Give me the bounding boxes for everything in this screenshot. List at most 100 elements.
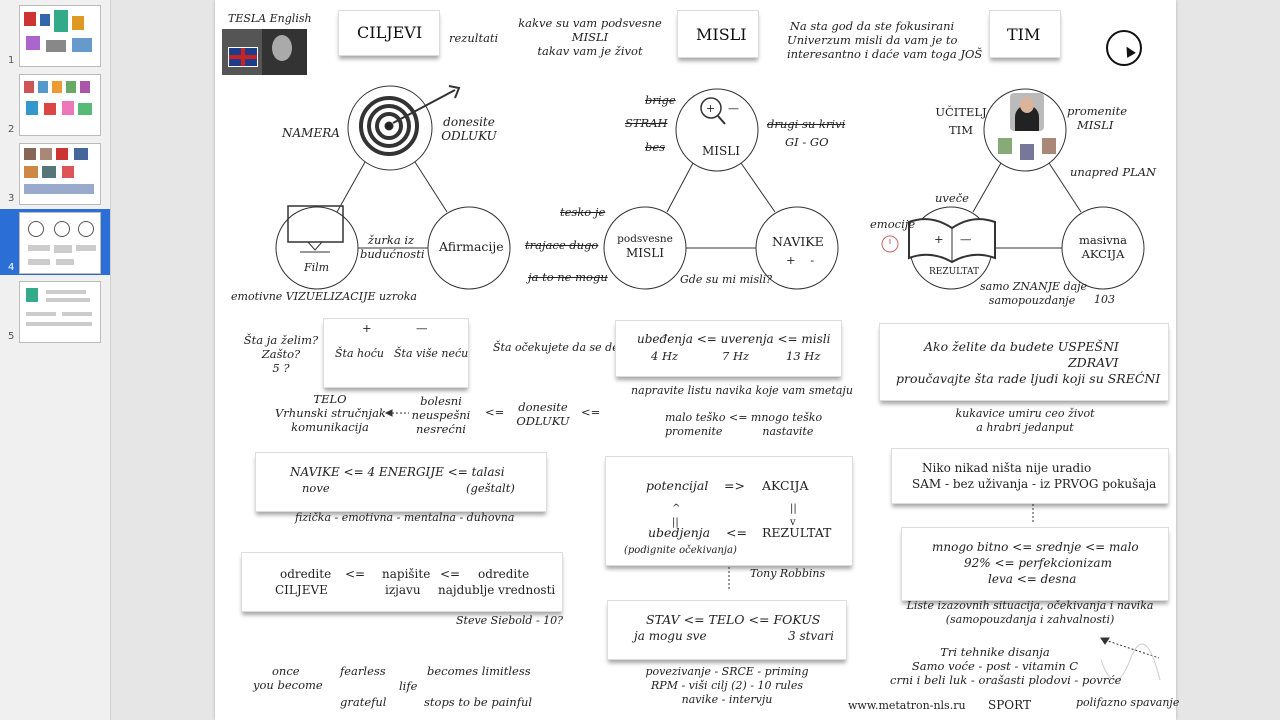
sta-ja-zelim: Šta ja želim?Zašto?5 ? <box>243 333 319 375</box>
minus-sign: — <box>728 102 739 115</box>
afirmacije-label: Afirmacije <box>439 239 504 254</box>
odredite-box: odredite <= napišite <= odredite CILJEVE… <box>241 552 563 612</box>
rezultat-label: REZULTAT <box>929 267 979 277</box>
arrow-right: => <box>724 478 745 493</box>
stops-painful-label: stops to be painful <box>424 695 533 709</box>
tesko-label: tesko je <box>560 205 606 219</box>
thumbnail-image <box>19 212 101 274</box>
niko-line2: SAM - bez uživanja - iz PRVOG pokušaja <box>912 477 1157 491</box>
lte-4: <= <box>440 567 461 581</box>
ciljevi-title: CILJEVI <box>357 23 423 42</box>
navike-label: NAVIKE <box>772 234 824 249</box>
tim-box: TIM <box>989 10 1061 58</box>
hz13: 13 Hz <box>786 349 821 363</box>
sta-vise-necu: Šta više neću <box>394 347 469 360</box>
arrow-left: <= <box>726 525 747 540</box>
slides-panel: 1 2 3 <box>0 0 111 720</box>
navike-plusminus: + - <box>786 253 815 267</box>
slide-number: 5 <box>8 331 15 342</box>
fearless-label: fearless <box>340 664 386 678</box>
n103-label: 103 <box>1094 293 1115 306</box>
website-link[interactable]: www.metatron-nls.ru <box>848 699 966 712</box>
slide-thumbnail-2[interactable]: 2 <box>0 71 110 137</box>
book-plus: + <box>934 232 944 246</box>
nove-label: nove <box>302 481 330 495</box>
napravite-listu: napravite listu navika koje vam smetaju <box>631 384 853 397</box>
ciljeve-label: CILJEVE <box>275 583 328 597</box>
ubedjenja-line: ubeđenja <= uverenja <= misli <box>637 332 831 346</box>
namera-label: NAMERA <box>282 126 340 140</box>
unapred-plan-label: unapred PLAN <box>1070 165 1157 179</box>
tony-robbins: Tony Robbins <box>750 567 826 580</box>
tim-title: TIM <box>1007 25 1041 44</box>
liste-text: Liste izazovnih situacija, očekivanja i … <box>906 599 1154 626</box>
uspesni-box: Ako želite da budete USPEŠNI ZDRAVI prou… <box>879 323 1169 401</box>
potencijal-box: potencijal => AKCIJA ^|| ||v ubedjenja <… <box>605 456 853 566</box>
uk-flag-icon <box>228 47 258 67</box>
ubedjenja-label: ubedjenja <box>648 525 711 540</box>
odredite-1: odredite <box>280 567 332 581</box>
slide-number: 1 <box>8 55 15 66</box>
ciljevi-box: CILJEVI <box>338 10 440 56</box>
slide-thumbnail-5[interactable]: 5 <box>0 278 110 344</box>
uspesni-line3: proučavajte šta rade ljudi koji su SREĆN… <box>896 371 1161 386</box>
vizuelizacije-label: emotivne VIZUELIZACIJE uzroka <box>231 290 417 303</box>
cursor-icon <box>1122 44 1136 58</box>
stav-line: STAV <= TELO <= FOKUS <box>646 612 821 627</box>
plus-sign: + <box>706 102 716 115</box>
slide-thumbnail-3[interactable]: 3 <box>0 140 110 206</box>
niko-box: Niko nikad ništa nije uradio SAM - bez u… <box>891 448 1169 504</box>
thumbnail-image <box>19 74 101 136</box>
thumbnail-image <box>19 5 101 67</box>
slide-number: 3 <box>8 193 15 204</box>
sta-hocu: Šta hoću <box>335 347 384 360</box>
slide-number: 4 <box>8 262 15 273</box>
misli-title: MISLI <box>696 25 747 44</box>
lte-arrow-1: <= <box>485 405 505 419</box>
lte-3: <= <box>345 567 366 581</box>
slide-thumbnail-1[interactable]: 1 <box>0 2 110 68</box>
steve-siebold: Steve Siebold - 10? <box>456 614 564 627</box>
hocu-necu-box: + — Šta hoću Šta više neću <box>323 318 469 388</box>
life-label: life <box>399 679 418 693</box>
slide-thumbnail-4[interactable]: 4 <box>0 209 110 275</box>
bitno-line1: mnogo bitno <= srednje <= malo <box>932 540 1139 554</box>
down-arrow: ||v <box>790 503 797 528</box>
sport-label: SPORT <box>988 698 1031 712</box>
akcija-label: AKCIJA <box>762 478 809 493</box>
drugi-label: drugi su krivi <box>767 117 846 131</box>
ocekujete-label: Šta očekujete da se desi? <box>493 341 634 354</box>
emocije-label: emocije <box>870 217 916 231</box>
slide-number: 2 <box>8 124 15 135</box>
laser-pointer-icon[interactable] <box>1106 30 1142 66</box>
rezultati-label: rezultati <box>449 31 499 45</box>
uspesni-line1: Ako želite da budete USPEŠNI <box>924 339 1119 354</box>
mindmap-lines <box>275 85 1161 681</box>
polifazno-label: polifazno spavanje <box>1076 696 1180 709</box>
trajace-label: trajace dugo <box>525 238 599 252</box>
misli-box: MISLI <box>677 10 759 58</box>
grateful-label: grateful <box>340 695 387 709</box>
jobs-photo <box>1010 93 1044 131</box>
odredite-2: odredite <box>478 567 530 581</box>
book-minus: — <box>960 232 972 246</box>
misli-center-label: MISLI <box>702 144 740 158</box>
thumbnail-image <box>19 143 101 205</box>
ja-mogu-sve: ja mogu sve <box>634 629 707 643</box>
up-arrow: ^|| <box>672 503 681 528</box>
brige-label: brige <box>645 93 676 107</box>
you-become-label: you become <box>253 678 323 692</box>
necu-minus: — <box>416 321 428 335</box>
podignite-label: (podignite očekivanja) <box>624 545 737 556</box>
